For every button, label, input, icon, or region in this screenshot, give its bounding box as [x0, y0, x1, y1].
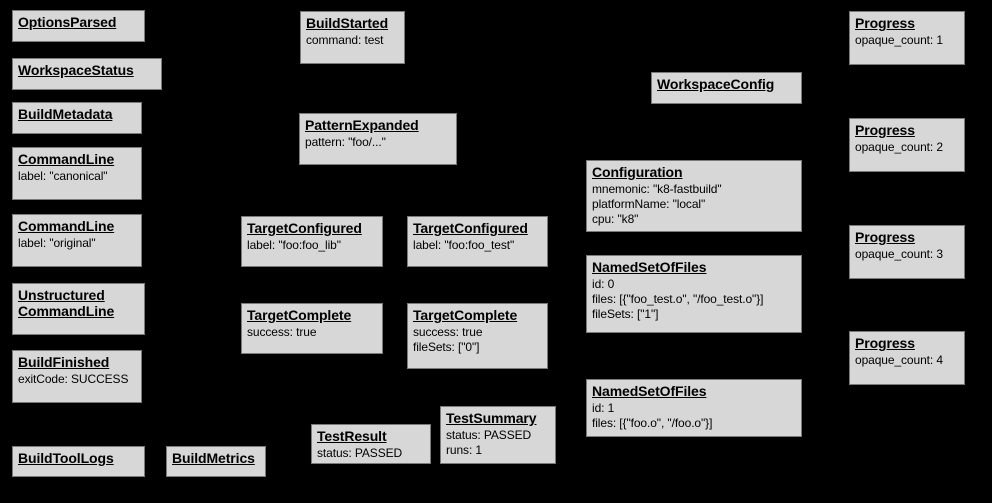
event-node-title: BuildToolLogs: [18, 450, 114, 466]
event-node-title: BuildMetrics: [172, 450, 255, 466]
event-node-fields: label: "canonical": [18, 169, 108, 183]
event-node-workspace-status[interactable]: WorkspaceStatus: [12, 58, 162, 90]
event-node-fields: opaque_count: 3: [855, 247, 943, 261]
event-node-title: TargetComplete: [413, 307, 518, 323]
event-node-workspace-config[interactable]: WorkspaceConfig: [651, 72, 802, 104]
event-node-command-line-canonical[interactable]: CommandLine label: "canonical": [12, 147, 142, 200]
event-node-title: BuildStarted: [306, 15, 389, 31]
event-node-title: TestResult: [317, 428, 387, 444]
event-node-fields: pattern: "foo/...": [305, 135, 386, 149]
event-node-fields: success: true fileSets: ["0"]: [413, 325, 483, 354]
event-node-build-finished[interactable]: BuildFinished exitCode: SUCCESS: [12, 350, 142, 403]
event-node-options-parsed[interactable]: OptionsParsed: [12, 10, 145, 42]
event-node-test-result[interactable]: TestResult status: PASSED: [311, 424, 431, 464]
event-node-title: Unstructured CommandLine: [18, 287, 115, 319]
event-node-fields: label: "original": [18, 236, 96, 250]
event-node-command-line-original[interactable]: CommandLine label: "original": [12, 214, 142, 267]
event-node-fields: id: 1 files: [{"foo.o", "/foo.o"}]: [592, 401, 713, 430]
event-node-fields: command: test: [306, 33, 384, 47]
event-node-title: NamedSetOfFiles: [592, 383, 707, 399]
event-node-title: WorkspaceConfig: [657, 76, 775, 92]
event-node-fields: status: PASSED: [317, 446, 403, 460]
event-node-title: NamedSetOfFiles: [592, 259, 707, 275]
event-node-build-started[interactable]: BuildStarted command: test: [300, 11, 405, 64]
event-node-target-complete-lib[interactable]: TargetComplete success: true: [241, 303, 383, 354]
event-node-title: CommandLine: [18, 151, 115, 167]
event-node-title: WorkspaceStatus: [18, 62, 134, 78]
event-node-title: OptionsParsed: [18, 14, 117, 30]
event-node-fields: status: PASSED runs: 1: [446, 428, 532, 457]
event-node-target-configured-test[interactable]: TargetConfigured label: "foo:foo_test": [407, 216, 548, 267]
event-node-target-complete-test[interactable]: TargetComplete success: true fileSets: ["…: [407, 303, 548, 369]
event-node-title: TargetConfigured: [247, 220, 362, 236]
event-node-fields: label: "foo:foo_lib": [247, 238, 341, 252]
event-node-fields: exitCode: SUCCESS: [18, 372, 129, 386]
event-node-fields: opaque_count: 4: [855, 353, 943, 367]
event-node-title: Progress: [855, 229, 915, 245]
event-node-fields: opaque_count: 1: [855, 33, 943, 47]
event-node-title: Progress: [855, 335, 915, 351]
event-node-named-set-of-files-1[interactable]: NamedSetOfFiles id: 1 files: [{"foo.o", "…: [586, 379, 802, 437]
event-node-progress-3[interactable]: Progress opaque_count: 3: [849, 225, 965, 279]
event-node-configuration[interactable]: Configuration mnemonic: "k8-fastbuild" pl…: [586, 160, 802, 232]
event-node-test-summary[interactable]: TestSummary status: PASSED runs: 1: [440, 406, 556, 464]
event-node-unstructured-command-line[interactable]: Unstructured CommandLine: [12, 283, 145, 335]
event-node-fields: id: 0 files: [{"foo_test.o", "/foo_test.…: [592, 277, 764, 321]
event-node-build-metadata[interactable]: BuildMetadata: [12, 102, 142, 134]
event-node-title: Configuration: [592, 164, 683, 180]
event-node-build-metrics[interactable]: BuildMetrics: [166, 446, 266, 477]
event-node-fields: label: "foo:foo_test": [413, 238, 515, 252]
event-node-title: BuildMetadata: [18, 106, 113, 122]
event-node-title: CommandLine: [18, 218, 115, 234]
event-node-title: TargetConfigured: [413, 220, 528, 236]
event-node-fields: mnemonic: "k8-fastbuild" platformName: "…: [592, 182, 722, 226]
event-node-fields: success: true: [247, 325, 317, 339]
event-node-progress-1[interactable]: Progress opaque_count: 1: [849, 11, 965, 65]
event-node-pattern-expanded[interactable]: PatternExpanded pattern: "foo/...": [299, 113, 457, 165]
event-node-progress-4[interactable]: Progress opaque_count: 4: [849, 331, 965, 385]
event-node-progress-2[interactable]: Progress opaque_count: 2: [849, 118, 965, 172]
event-node-title: Progress: [855, 15, 915, 31]
event-node-target-configured-lib[interactable]: TargetConfigured label: "foo:foo_lib": [241, 216, 383, 267]
event-node-title: BuildFinished: [18, 354, 110, 370]
event-node-title: TargetComplete: [247, 307, 352, 323]
event-node-build-tool-logs[interactable]: BuildToolLogs: [12, 446, 145, 477]
event-node-named-set-of-files-0[interactable]: NamedSetOfFiles id: 0 files: [{"foo_test.…: [586, 255, 802, 333]
event-node-title: Progress: [855, 122, 915, 138]
event-node-fields: opaque_count: 2: [855, 140, 943, 154]
event-node-title: TestSummary: [446, 410, 537, 426]
event-node-title: PatternExpanded: [305, 117, 419, 133]
